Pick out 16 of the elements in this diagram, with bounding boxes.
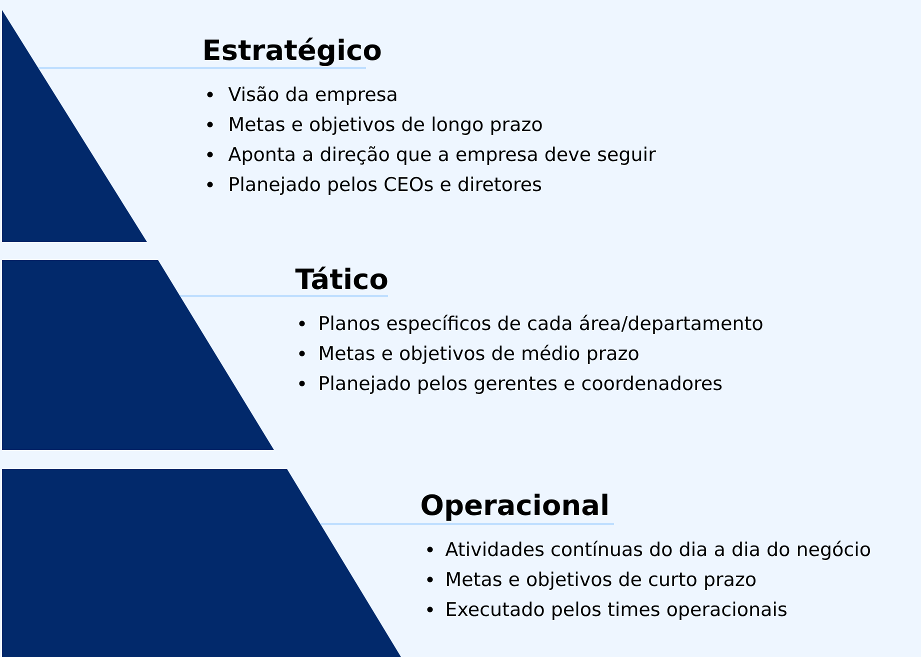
pyramid-tier — [2, 260, 274, 450]
pyramid-tier — [2, 469, 401, 657]
bullet-item: Executado pelos times operacionais — [427, 602, 786, 620]
bullet-item: Metas e objetivos de médio prazo — [299, 344, 638, 364]
level-heading: Tático — [295, 266, 388, 290]
bullet-item: Metas e objetivos de longo prazo — [207, 116, 542, 135]
pyramid-tier — [2, 10, 147, 242]
bullet-item: Planejado pelos gerentes e coordenadores — [299, 376, 722, 394]
level-heading: Estratégico — [204, 38, 381, 66]
bullet-item: Metas e objetivos de curto prazo — [427, 572, 756, 590]
bullet-item: Visão da empresa — [207, 86, 396, 105]
bullet-item: Planos específicos de cada área/departamento — [299, 314, 762, 334]
bullet-item: Aponta a direção que a empresa deve seguir — [207, 146, 656, 165]
level-heading: Operacional — [422, 494, 608, 521]
bullet-item: Planejado pelos CEOs e diretores — [207, 176, 542, 195]
bullet-item: Atividades contínuas do dia a dia do negócio — [427, 540, 870, 560]
